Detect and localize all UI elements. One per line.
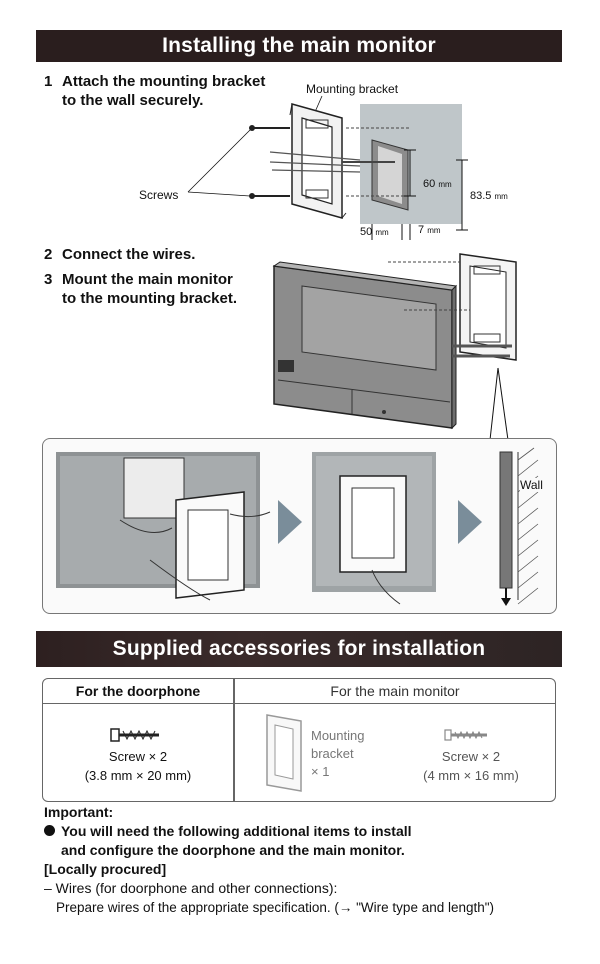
bracket-wall-diagram [187, 95, 468, 240]
monitor-screw-icon [444, 729, 487, 741]
arrow-down-icon [501, 598, 511, 606]
wires-line: – Wires (for doorphone and other connect… [44, 880, 338, 896]
dim-83-5: 83.5 mm [470, 190, 508, 202]
locally-procured: [Locally procured] [44, 861, 167, 877]
dim-50: 50 mm [360, 226, 389, 238]
screw-bottom-icon [249, 193, 290, 199]
important-bullet: You will need the following additional i… [44, 822, 494, 841]
detail-side-view [499, 447, 539, 606]
screw-top-icon [249, 125, 290, 131]
mounting-bracket-icon [289, 103, 347, 219]
important-section: Important: You will need the following a… [44, 803, 494, 917]
step-2-text: Connect the wires. [62, 246, 196, 263]
bullet-icon [44, 825, 55, 836]
step-3-text: Mount the main monitor [62, 271, 233, 288]
section-title-accessories: Supplied accessories for installation [36, 631, 562, 667]
mounting-bracket-label: Mounting bracket [306, 82, 399, 96]
step-2-number: 2 [44, 246, 53, 263]
monitor-mount-diagram [272, 253, 517, 441]
step-3-number: 3 [44, 271, 53, 288]
detail-steps-diagram [56, 447, 539, 606]
monitor-screw-text: Screw × 2 (4 mm × 16 mm) [423, 749, 519, 783]
screws-label: Screws [139, 188, 179, 202]
table-divider [233, 679, 235, 801]
prepare-line: Prepare wires of the appropriate specifi… [56, 900, 495, 915]
step-1: 1 Attach the mounting bracket to the wall… [44, 72, 265, 110]
detail-mount-bracket [312, 452, 436, 605]
important-bullet-cont: and configure the doorphone and the main… [61, 842, 405, 858]
step-1-text-cont: to the wall securely. [62, 92, 204, 109]
doorphone-screw-icon [110, 728, 159, 742]
wall-label: Wall [520, 478, 543, 492]
detail-connect-wires [56, 452, 271, 601]
step-2: 2 Connect the wires. [44, 245, 195, 264]
important-heading: Important: [44, 804, 114, 820]
dim-7: 7 mm [418, 224, 441, 236]
dim-60: 60 mm [423, 178, 452, 190]
doorphone-header: For the doorphone [43, 679, 234, 704]
monitor-bracket-icon [266, 714, 302, 792]
bracket-icon [459, 253, 517, 361]
monitor-header: For the main monitor [235, 679, 555, 704]
accessories-table: For the doorphone For the main monitor S… [42, 678, 556, 802]
step-1-number: 1 [44, 73, 53, 90]
monitor-bracket-text: Mounting bracket × 1 [311, 728, 365, 779]
doorphone-screw-text: Screw × 2 (3.8 mm × 20 mm) [84, 749, 192, 783]
arrow-right-2-icon [458, 500, 482, 544]
step-3: 3 Mount the main monitor to the mounting … [44, 270, 237, 308]
arrow-right-1-icon [278, 500, 302, 544]
section-title-installing: Installing the main monitor [36, 30, 562, 62]
step-1-text: Attach the mounting bracket [62, 73, 266, 90]
step-3-text-cont: to the mounting bracket. [62, 290, 238, 307]
main-monitor-icon [272, 261, 458, 430]
